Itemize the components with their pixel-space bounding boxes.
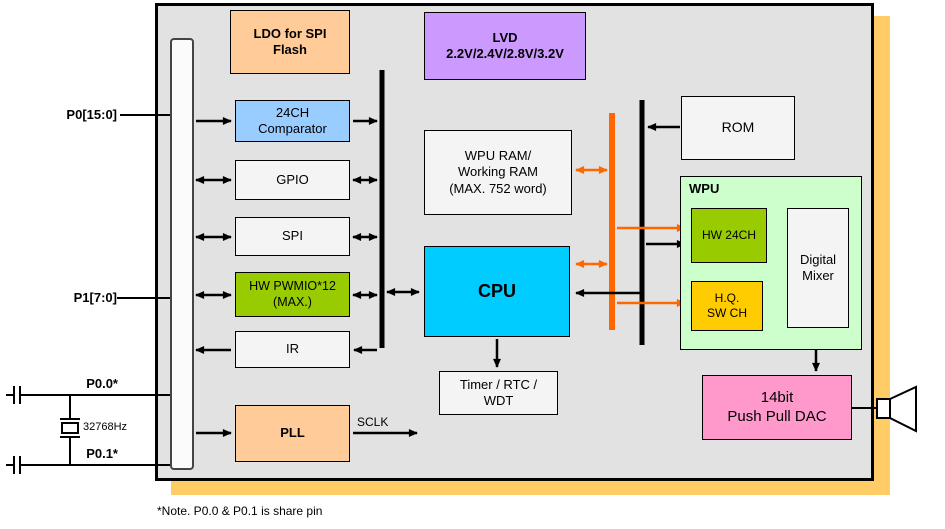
block-ldo: LDO for SPI Flash bbox=[230, 10, 350, 74]
block-pll: PLL bbox=[235, 405, 350, 462]
wpu-title: WPU bbox=[689, 181, 720, 196]
block-push-pull-dac: 14bit Push Pull DAC bbox=[702, 375, 852, 440]
block-lvd: LVD 2.2V/2.4V/2.8V/3.2V bbox=[424, 12, 586, 80]
block-digital-mixer: Digital Mixer bbox=[787, 208, 849, 328]
footnote: *Note. P0.0 & P0.1 is share pin bbox=[157, 504, 323, 518]
block-hq-sw-ch: H.Q. SW CH bbox=[691, 281, 763, 331]
orange-arrows bbox=[575, 166, 686, 307]
pin-mux-bar bbox=[170, 38, 194, 470]
block-hw-24ch: HW 24CH bbox=[691, 208, 767, 263]
block-cpu: CPU bbox=[424, 246, 570, 337]
block-spi: SPI bbox=[235, 217, 350, 256]
pin-wires bbox=[6, 114, 877, 474]
crystal-icon bbox=[60, 395, 80, 465]
block-gpio: GPIO bbox=[235, 160, 350, 200]
block-timer-rtc-wdt: Timer / RTC / WDT bbox=[439, 371, 558, 415]
pin-label-p0-1: P0.1* bbox=[86, 446, 118, 461]
pin-label-p1: P1[7:0] bbox=[73, 290, 117, 305]
black-arrows bbox=[195, 117, 820, 437]
block-rom: ROM bbox=[681, 96, 795, 160]
crystal-freq-label: 32768Hz bbox=[83, 421, 128, 433]
pin-label-p0-0: P0.0* bbox=[86, 376, 118, 391]
block-wpu: WPU HW 24CH H.Q. SW CH Digital Mixer bbox=[680, 176, 862, 350]
block-wpu-ram: WPU RAM/ Working RAM (MAX. 752 word) bbox=[424, 130, 572, 215]
block-hw-pwmio: HW PWMIO*12 (MAX.) bbox=[235, 272, 350, 317]
speaker-icon bbox=[876, 385, 917, 433]
pin-label-p0: P0[15:0] bbox=[66, 107, 117, 122]
block-ir: IR bbox=[235, 331, 350, 368]
block-24ch-comparator: 24CH Comparator bbox=[235, 100, 350, 142]
sclk-label: SCLK bbox=[357, 415, 389, 429]
